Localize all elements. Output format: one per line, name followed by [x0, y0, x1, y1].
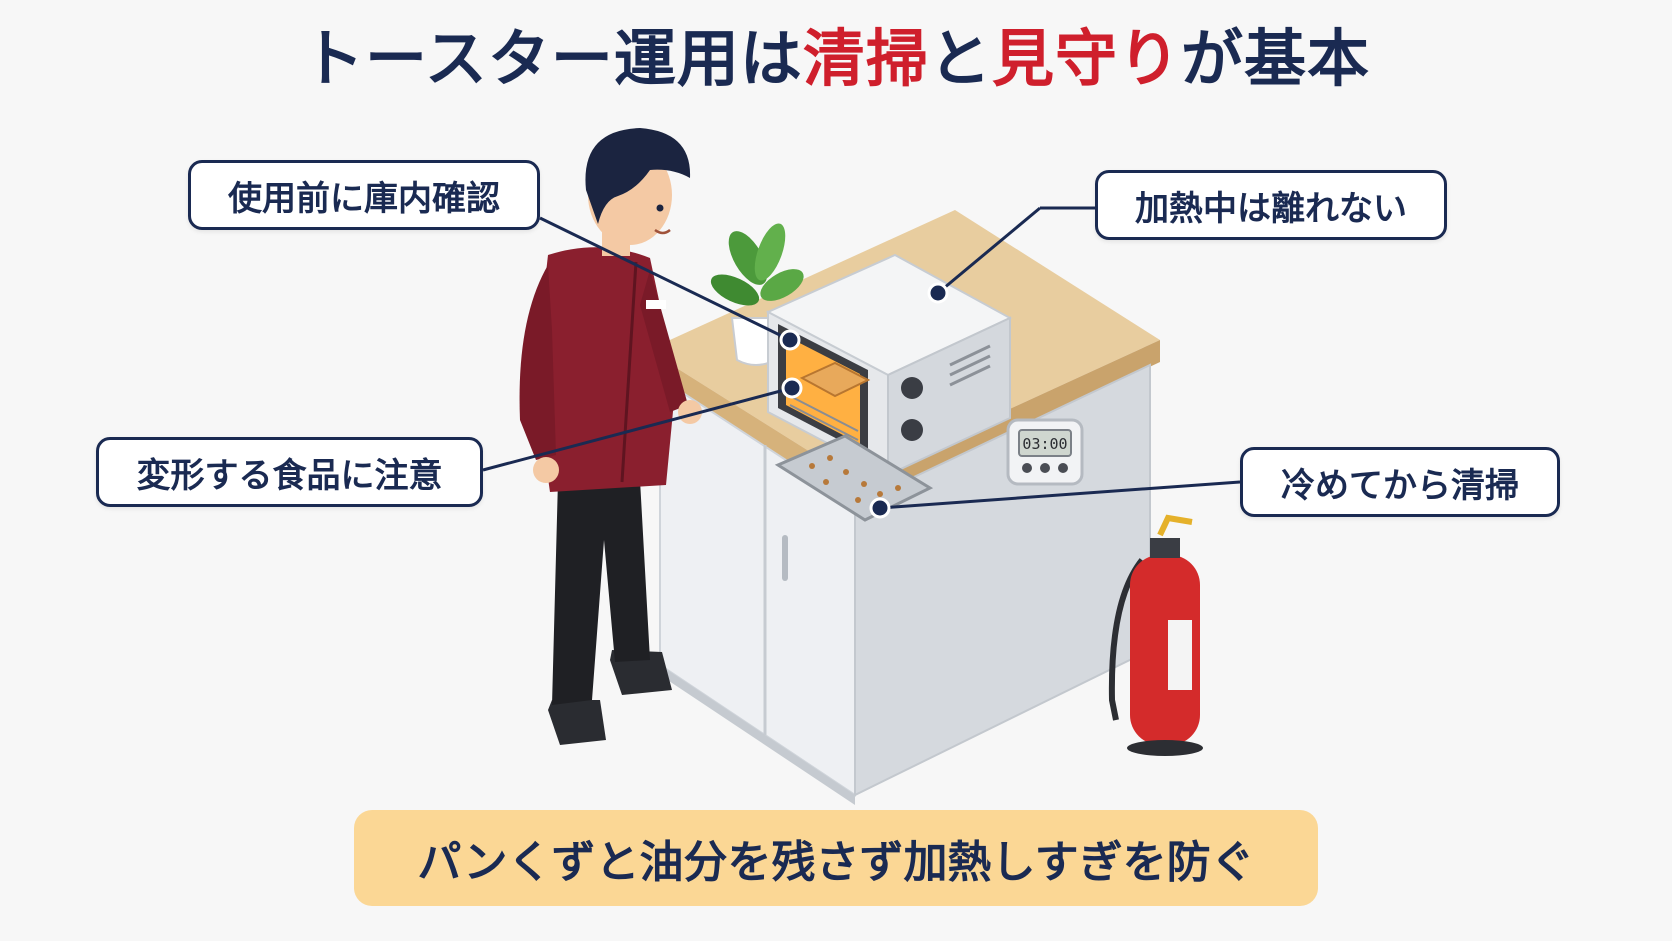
- crumb-tray: [774, 434, 934, 522]
- title-highlight-cleaning: 清掃: [802, 22, 929, 95]
- staff-person: [519, 128, 702, 745]
- callout-deforming-food: 変形する食品に注意: [96, 437, 483, 507]
- callout-check-inside: 使用前に庫内確認: [188, 160, 540, 230]
- leader-lines: [482, 206, 1241, 510]
- timer-display: 03:00: [1022, 435, 1067, 453]
- fire-extinguisher: [1108, 514, 1203, 756]
- toaster-oven: [765, 253, 1013, 477]
- title-part-3: が基本: [1180, 22, 1370, 95]
- summary-banner: パンくずと油分を残さず加熱しすぎを防ぐ: [354, 810, 1318, 906]
- callout-stay-near: 加熱中は離れない: [1095, 170, 1447, 240]
- title-part-1: トースター運用は: [302, 22, 803, 95]
- page-title: トースター運用は清掃と見守りが基本: [0, 14, 1672, 104]
- title-part-2: と: [928, 22, 992, 95]
- title-highlight-watching: 見守り: [991, 22, 1181, 95]
- kitchen-timer: 03:00: [1006, 418, 1084, 486]
- callout-cool-then-clean: 冷めてから清掃: [1240, 447, 1560, 517]
- leader-dots: [779, 282, 949, 519]
